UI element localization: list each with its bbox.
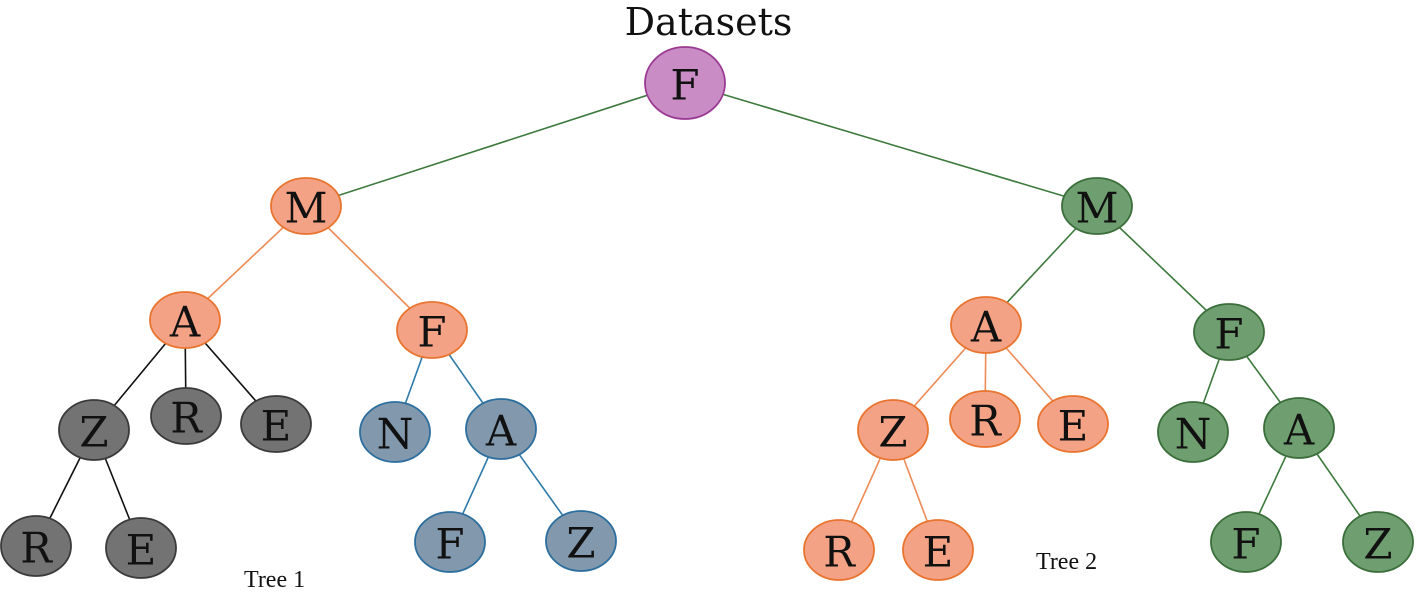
- node-circle: [644, 46, 726, 120]
- node-label: F: [435, 520, 464, 569]
- node-t2_az: Z: [1342, 511, 1414, 573]
- edge-root-t2_m: [684, 82, 1098, 207]
- node-t1_f: F: [396, 301, 468, 359]
- diagram-title: Datasets: [624, 0, 793, 44]
- node-circle: [0, 515, 72, 577]
- node-label: Z: [878, 408, 907, 457]
- node-label: A: [169, 298, 201, 347]
- node-label: E: [923, 528, 954, 577]
- node-label: N: [377, 410, 414, 459]
- tree-1-label: Tree 1: [244, 567, 306, 593]
- tree-2-label: Tree 2: [1036, 549, 1098, 575]
- node-circle: [105, 517, 177, 579]
- node-t1_a: A: [149, 291, 221, 349]
- node-label: F: [1214, 310, 1243, 359]
- node-circle: [1037, 395, 1109, 453]
- node-circle: [545, 510, 617, 572]
- node-label: Z: [79, 408, 108, 457]
- node-label: R: [823, 528, 856, 577]
- node-circle: [1193, 303, 1265, 361]
- node-label: A: [970, 303, 1002, 352]
- node-circle: [950, 296, 1022, 354]
- node-label: M: [284, 184, 327, 233]
- node-label: E: [261, 402, 292, 451]
- node-circle: [1157, 401, 1229, 463]
- edge-root-t1_m: [305, 82, 686, 207]
- node-t1_zr: R: [0, 515, 72, 577]
- node-circle: [240, 395, 312, 453]
- node-t1_e: E: [240, 395, 312, 453]
- node-circle: [58, 399, 130, 461]
- node-t1_n: N: [359, 401, 431, 463]
- node-t2_ze: E: [902, 519, 974, 581]
- node-circle: [414, 511, 486, 573]
- node-label: Z: [1363, 520, 1392, 569]
- node-circle: [1061, 177, 1133, 235]
- node-circle: [359, 401, 431, 463]
- node-label: F: [417, 308, 446, 357]
- node-t2_r: R: [949, 390, 1021, 448]
- node-label: M: [1075, 184, 1118, 233]
- node-t1_m: M: [270, 177, 342, 235]
- node-circle: [149, 291, 221, 349]
- node-t2_n: N: [1157, 401, 1229, 463]
- node-t2_f: F: [1193, 303, 1265, 361]
- node-t2_e: E: [1037, 395, 1109, 453]
- node-t2_zr: R: [803, 519, 875, 581]
- node-circle: [1342, 511, 1414, 573]
- node-label: R: [969, 397, 1002, 446]
- node-label: N: [1175, 410, 1212, 459]
- node-t1_ze: E: [105, 517, 177, 579]
- node-circle: [396, 301, 468, 359]
- node-label: E: [126, 526, 157, 575]
- node-label: A: [485, 407, 517, 456]
- node-circle: [465, 398, 537, 460]
- node-label: F: [670, 61, 699, 110]
- node-label: E: [1058, 402, 1089, 451]
- node-t2_a: A: [950, 296, 1022, 354]
- node-circle: [803, 519, 875, 581]
- node-t1_z: Z: [58, 399, 130, 461]
- node-circle: [1263, 397, 1335, 459]
- node-t2_a2: A: [1263, 397, 1335, 459]
- node-t1_r: R: [150, 387, 222, 445]
- node-label: R: [170, 394, 203, 443]
- node-label: A: [1283, 406, 1315, 455]
- node-circle: [150, 387, 222, 445]
- node-t2_af: F: [1210, 511, 1282, 573]
- node-t1_a2: A: [465, 398, 537, 460]
- node-label: F: [1231, 520, 1260, 569]
- node-label: R: [20, 524, 53, 573]
- node-circle: [270, 177, 342, 235]
- node-t2_m: M: [1061, 177, 1133, 235]
- node-label: Z: [566, 519, 595, 568]
- edges-layer: [35, 82, 1379, 551]
- node-circle: [857, 399, 929, 461]
- node-circle: [902, 519, 974, 581]
- node-t1_af: F: [414, 511, 486, 573]
- node-circle: [1210, 511, 1282, 573]
- node-root: F: [644, 46, 726, 120]
- node-t1_az: Z: [545, 510, 617, 572]
- node-circle: [949, 390, 1021, 448]
- node-t2_z: Z: [857, 399, 929, 461]
